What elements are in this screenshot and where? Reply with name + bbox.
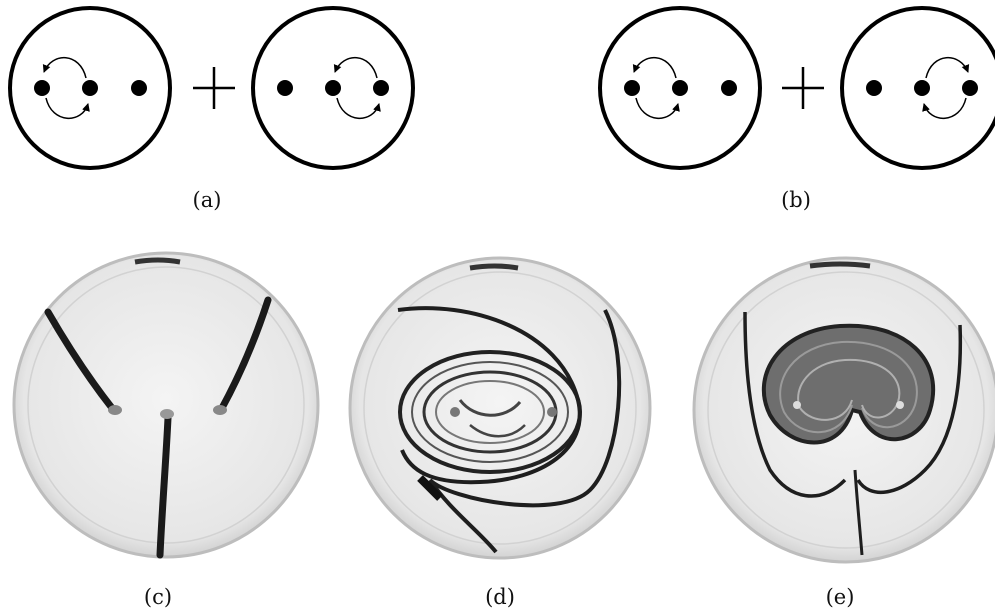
rod-dot (82, 80, 98, 96)
panel-e-photo (692, 256, 995, 564)
rod-dot (34, 80, 50, 96)
rotation-arrow-icon (635, 97, 680, 120)
rod-dot (624, 80, 640, 96)
rotation-arrow-icon (333, 56, 378, 79)
panel-d-photo (348, 256, 652, 560)
panel-caption-e: (e) (825, 585, 855, 609)
plus-sign-icon (782, 67, 824, 109)
rotation-arrow-icon (45, 97, 90, 120)
panel-b-left-circle (598, 6, 762, 170)
panel-a-left-circle (8, 6, 172, 170)
dye-streak (856, 324, 963, 495)
rod-dot (277, 80, 293, 96)
rod-dot (672, 80, 688, 96)
panel-a-right-circle (251, 6, 415, 170)
panel-c-photo (12, 251, 320, 559)
panel-caption-c: (c) (143, 585, 173, 609)
rod-dot (962, 80, 978, 96)
rod-dot (373, 80, 389, 96)
plus-sign-icon (193, 67, 235, 109)
dye-streak (156, 414, 172, 559)
rotation-arrow-icon (42, 56, 87, 79)
rod-dot (914, 80, 930, 96)
panel-b-schematic (598, 6, 995, 170)
rotation-arrow-icon (925, 56, 970, 79)
panel-b-right-circle (840, 6, 995, 170)
panel-caption-b: (b) (781, 188, 811, 212)
panel-a-schematic (8, 6, 415, 170)
dye-streak (397, 306, 582, 485)
dye-streak (44, 308, 116, 412)
dye-streak (743, 311, 847, 498)
rotation-arrow-icon (632, 56, 677, 79)
rod-dot (866, 80, 882, 96)
rotation-arrow-icon (922, 97, 967, 120)
panel-caption-d: (d) (485, 585, 515, 609)
rod-dot (131, 80, 147, 96)
rotation-arrow-icon (336, 97, 381, 120)
dye-streak (428, 309, 622, 508)
rod-dot (325, 80, 341, 96)
panel-caption-a: (a) (192, 188, 222, 212)
dye-streak (218, 296, 272, 412)
rod-dot (721, 80, 737, 96)
